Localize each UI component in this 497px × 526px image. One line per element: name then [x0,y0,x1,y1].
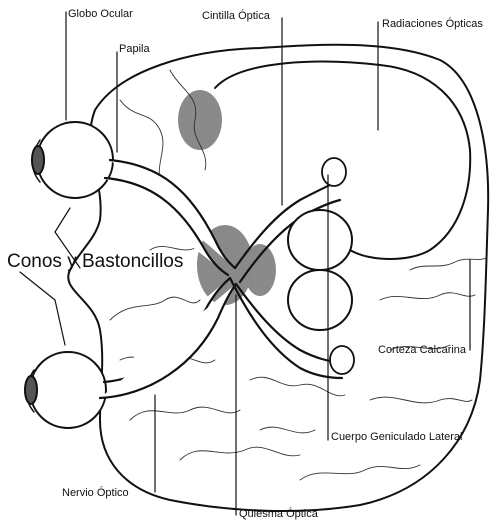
label-radiaciones-opticas: Radiaciones Ópticas [382,19,483,30]
upper-eyeball [32,122,113,198]
label-cuerpo-geniculado-lateral: Cuerpo Geniculado Lateral [331,432,462,443]
thalamus [288,210,352,330]
label-cintilla-optica: Cintilla Óptica [202,11,270,22]
label-globo-ocular: Globo Ocular [68,9,133,20]
label-quiasma-optica: Quiesma Óptica [239,509,318,520]
label-papila: Papila [119,44,150,55]
label-conos-y-bastoncillos: Conos y Bastoncillos [7,252,183,271]
label-nervio-optico: Nervio Óptico [62,488,129,499]
lower-eyeball [25,352,106,428]
label-corteza-calcarina: Corteza Calcarina [378,345,466,356]
